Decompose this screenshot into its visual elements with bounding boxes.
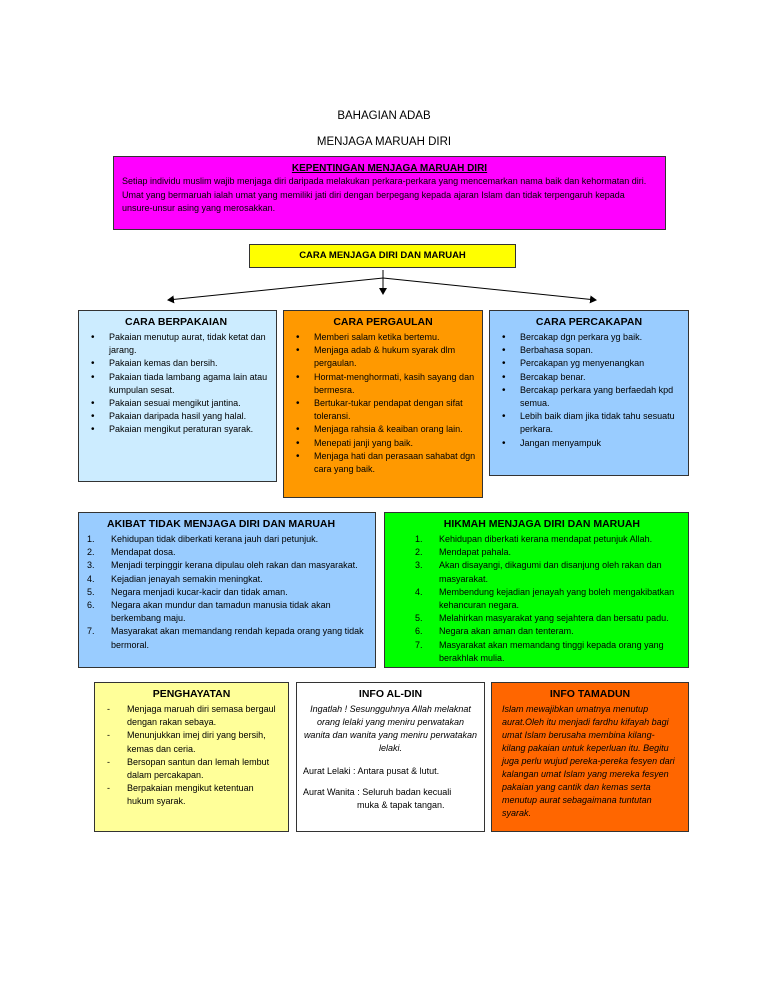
- hikmah-box: HIKMAH MENJAGA DIRI DAN MARUAH 1.Kehidup…: [384, 512, 689, 668]
- section-title: BAHAGIAN ADAB: [337, 110, 431, 122]
- pergaulan-list: Memberi salam ketika bertemu. Menjaga ad…: [290, 331, 476, 476]
- berpakaian-box: CARA BERPAKAIAN Pakaian menutup aurat, t…: [78, 310, 277, 482]
- list-item: Bercakap perkara yang berfaedah kpd semu…: [496, 384, 682, 410]
- akibat-list: 1.Kehidupan tidak diberkati kerana jauh …: [87, 533, 367, 652]
- percakapan-box: CARA PERCAKAPAN Bercakap dgn perkara yg …: [489, 310, 689, 476]
- aldin-quote: Ingatlah ! Sesungguhnya Allah melaknat o…: [303, 704, 478, 753]
- hikmah-heading: HIKMAH MENJAGA DIRI DAN MARUAH: [443, 518, 640, 530]
- list-item: 2.Mendapat pahala.: [415, 547, 512, 558]
- arrow-right: [382, 277, 597, 304]
- list-item: 5.Melahirkan masyarakat yang sejahtera d…: [415, 613, 669, 624]
- list-item: Pakaian kemas dan bersih.: [85, 357, 270, 370]
- list-item: Lebih baik diam jika tidak tahu sesuatu …: [496, 410, 682, 436]
- list-item: Menunjukkan imej diri yang bersih, kemas…: [103, 729, 280, 755]
- percakapan-heading: CARA PERCAKAPAN: [535, 316, 643, 328]
- list-item: Pakaian tiada lambang agama lain atau ku…: [85, 371, 270, 397]
- connector-arrows: [167, 270, 597, 304]
- list-item: Berbahasa sopan.: [496, 344, 682, 357]
- pergaulan-box: CARA PERGAULAN Memberi salam ketika bert…: [283, 310, 483, 498]
- list-item: Percakapan yg menyenangkan: [496, 357, 682, 370]
- list-item: 2.Mendapat dosa.: [87, 547, 176, 558]
- penghayatan-list: Menjaga maruah diri semasa bergaul denga…: [103, 703, 280, 809]
- kepentingan-box: KEPENTINGAN MENJAGA MARUAH DIRI Setiap i…: [113, 156, 666, 230]
- list-item: Berpakaian mengikut ketentuan hukum syar…: [103, 782, 280, 808]
- list-item: 7.Masyarakat akan memandang tinggi kepad…: [415, 639, 664, 663]
- pergaulan-heading: CARA PERGAULAN: [333, 316, 433, 328]
- list-item: Pakaian mengikut peraturan syarak.: [85, 423, 270, 436]
- aldin-heading: INFO AL-DIN: [358, 688, 423, 700]
- aurat-wanita: Aurat Wanita : Seluruh badan kecuali muk…: [303, 787, 452, 810]
- list-item: 7.Masyarakat akan memandang rendah kepad…: [87, 626, 364, 650]
- tamadun-heading: INFO TAMADUN: [549, 688, 631, 700]
- info-aldin-box: INFO AL-DIN Ingatlah ! Sesungguhnya Alla…: [296, 682, 485, 832]
- hikmah-list: 1.Kehidupan diberkati kerana mendapat pe…: [393, 533, 680, 665]
- aurat-lelaki: Aurat Lelaki : Antara pusat & lutut.: [303, 766, 440, 776]
- list-item: 4.Membendung kejadian jenayah yang boleh…: [415, 586, 675, 611]
- list-item: Pakaian menutup aurat, tidak ketat dan j…: [85, 331, 270, 357]
- list-item: Menjaga maruah diri semasa bergaul denga…: [103, 703, 280, 729]
- list-item: 1.Kehidupan tidak diberkati kerana jauh …: [87, 534, 319, 544]
- berpakaian-list: Pakaian menutup aurat, tidak ketat dan j…: [85, 331, 270, 437]
- kepentingan-text: Setiap individu muslim wajib menjaga dir…: [122, 176, 647, 213]
- list-item: 1.Kehidupan diberkati kerana mendapat pe…: [415, 534, 653, 544]
- list-item: Memberi salam ketika bertemu.: [290, 331, 476, 344]
- penghayatan-heading: PENGHAYATAN: [152, 688, 231, 700]
- penghayatan-box: PENGHAYATAN Menjaga maruah diri semasa b…: [94, 682, 289, 832]
- cara-menjaga-box: CARA MENJAGA DIRI DAN MARUAH: [249, 244, 516, 268]
- akibat-box: AKIBAT TIDAK MENJAGA DIRI DAN MARUAH 1.K…: [78, 512, 376, 668]
- list-item: Pakaian sesuai mengikut jantina.: [85, 397, 270, 410]
- list-item: Menjaga hati dan perasaan sahabat dgn ca…: [290, 450, 476, 476]
- tamadun-text: Islam mewajibkan umatnya menutup aurat.O…: [502, 704, 675, 818]
- info-tamadun-box: INFO TAMADUN Islam mewajibkan umatnya me…: [491, 682, 689, 832]
- list-item: Menjaga rahsia & keaiban orang lain.: [290, 423, 476, 436]
- list-item: 3.Akan disayangi, dikagumi dan disanjung…: [415, 560, 662, 584]
- berpakaian-heading: CARA BERPAKAIAN: [125, 316, 228, 328]
- list-item: Bersopan santun dan lemah lembut dalam p…: [103, 756, 280, 782]
- list-item: Bertukar-tukar pendapat dengan sifat tol…: [290, 397, 476, 423]
- list-item: Hormat-menghormati, kasih sayang dan ber…: [290, 371, 476, 397]
- cara-menjaga-label: CARA MENJAGA DIRI DAN MARUAH: [299, 250, 466, 262]
- list-item: 3.Menjadi terpinggir kerana dipulau oleh…: [87, 560, 358, 571]
- arrow-left: [167, 277, 384, 304]
- list-item: Bercakap benar.: [496, 371, 682, 384]
- percakapan-list: Bercakap dgn perkara yg baik. Berbahasa …: [496, 331, 682, 450]
- list-item: 4.Kejadian jenayah semakin meningkat.: [87, 573, 263, 584]
- list-item: Pakaian daripada hasil yang halal.: [85, 410, 270, 423]
- list-item: 5.Negara menjadi kucar-kacir dan tidak a…: [87, 586, 288, 597]
- list-item: 6.Negara akan aman dan tenteram.: [415, 626, 574, 637]
- akibat-heading: AKIBAT TIDAK MENJAGA DIRI DAN MARUAH: [107, 518, 336, 530]
- page-title: MENJAGA MARUAH DIRI: [316, 136, 452, 148]
- list-item: Bercakap dgn perkara yg baik.: [496, 331, 682, 344]
- list-item: 6.Negara akan mundur dan tamadun manusia…: [87, 600, 331, 624]
- list-item: Menjaga adab & hukum syarak dlm pergaula…: [290, 344, 476, 370]
- kepentingan-heading: KEPENTINGAN MENJAGA MARUAH DIRI: [291, 163, 488, 174]
- list-item: Menepati janji yang baik.: [290, 437, 476, 450]
- list-item: Jangan menyampuk: [496, 437, 682, 450]
